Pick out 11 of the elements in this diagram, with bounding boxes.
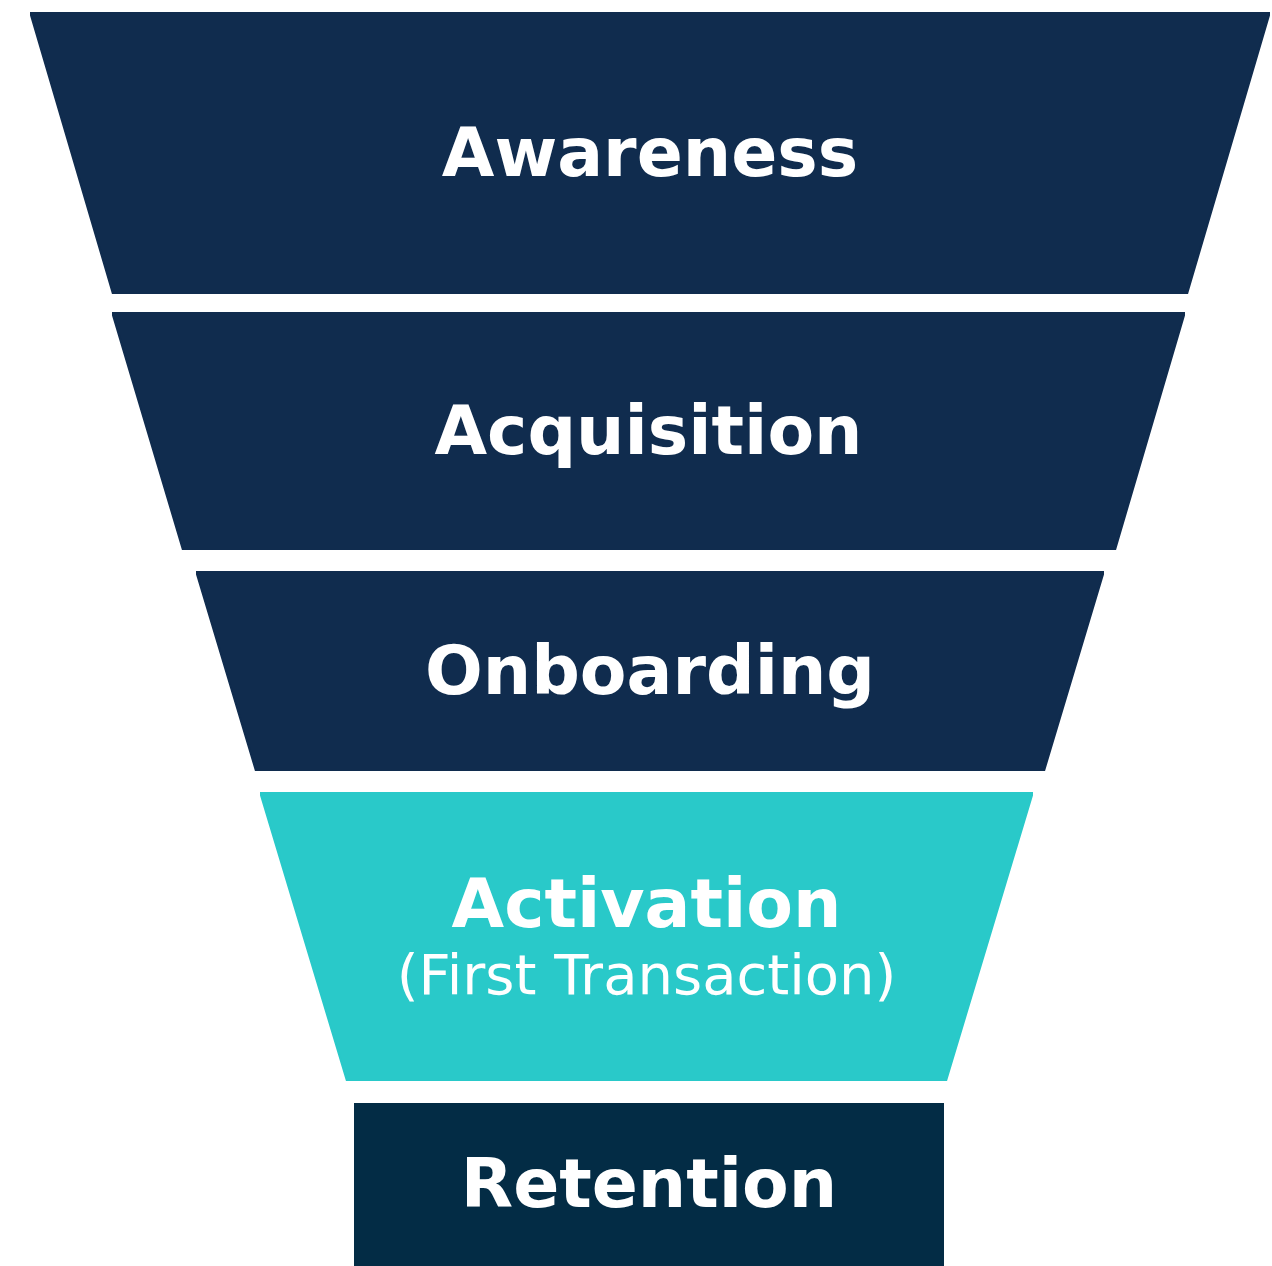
stage-title: Activation <box>451 865 842 944</box>
funnel-stage <box>30 12 1270 294</box>
funnel-stage <box>112 312 1185 550</box>
stage-title: Onboarding <box>424 631 876 711</box>
stage-title: Retention <box>460 1145 838 1224</box>
funnel-stage <box>260 792 1033 1081</box>
stage-title: Awareness <box>441 113 859 193</box>
funnel-stage <box>354 1103 944 1266</box>
stage-subtitle: (First Transaction) <box>396 943 897 1008</box>
stage-title: Acquisition <box>434 391 863 471</box>
funnel-stage <box>196 571 1104 771</box>
